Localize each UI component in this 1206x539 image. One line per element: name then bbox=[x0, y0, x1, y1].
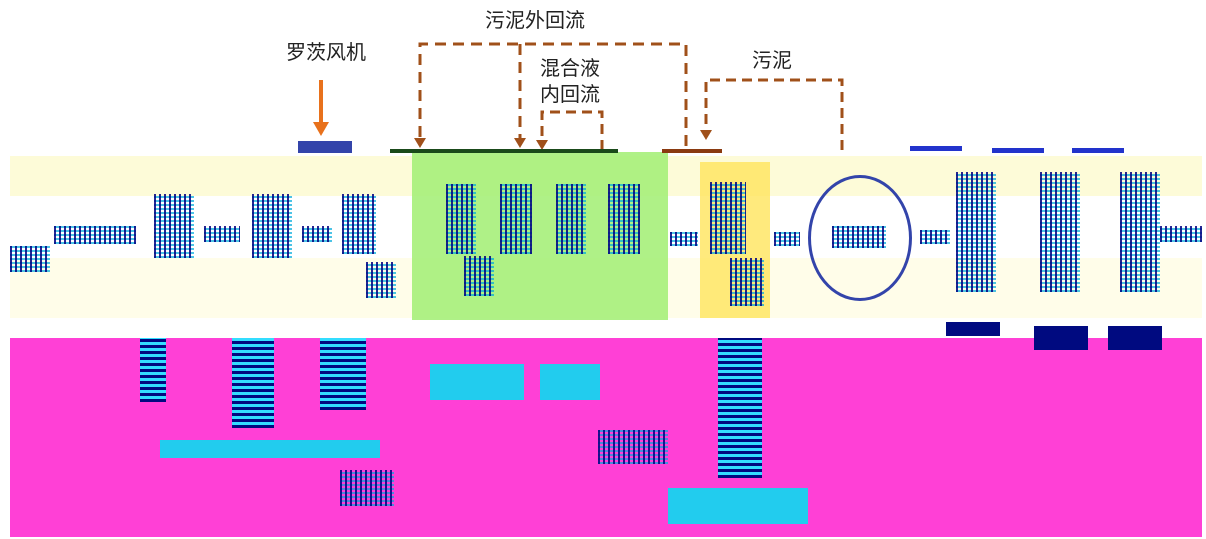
external-return-line bbox=[418, 42, 688, 146]
blower-label: 罗茨风机 bbox=[286, 40, 366, 64]
settling-lower bbox=[730, 258, 764, 306]
lower-bar-3 bbox=[540, 364, 600, 400]
clarifier-circle bbox=[808, 175, 912, 301]
lower-structure-1 bbox=[140, 338, 166, 402]
blower-lower bbox=[366, 262, 396, 298]
blower-unit-1 bbox=[154, 194, 194, 258]
sludge-line bbox=[704, 78, 844, 150]
tank-cell-5 bbox=[464, 256, 494, 296]
clarifier-core bbox=[832, 226, 886, 248]
tank-cell-1 bbox=[446, 184, 476, 254]
lower-right-3 bbox=[1108, 326, 1162, 350]
link-a bbox=[670, 232, 698, 246]
tank-cell-4 bbox=[608, 184, 640, 254]
sludge-label: 污泥 bbox=[752, 48, 792, 72]
cap-right-2 bbox=[992, 148, 1044, 153]
lower-right-1 bbox=[946, 322, 1000, 336]
pipe-link-2 bbox=[302, 226, 332, 242]
filter-unit-3 bbox=[1120, 172, 1160, 292]
internal-return-label-1: 混合液 bbox=[540, 56, 600, 80]
blower-unit-2 bbox=[252, 194, 292, 258]
lower-bar-2 bbox=[430, 364, 524, 400]
internal-return-label-2: 内回流 bbox=[540, 82, 600, 106]
inlet-pipe bbox=[54, 226, 136, 244]
external-return-label: 污泥外回流 bbox=[485, 8, 585, 32]
inlet-edge bbox=[10, 246, 50, 272]
lower-bus bbox=[160, 440, 380, 458]
lower-structure-3 bbox=[320, 338, 366, 410]
corrupted-strip bbox=[10, 318, 1202, 338]
cap-right-1 bbox=[910, 146, 962, 151]
filter-unit-2 bbox=[1040, 172, 1080, 292]
cap-right-3 bbox=[1072, 148, 1124, 153]
pipe-link-1 bbox=[204, 226, 240, 242]
tank-cell-2 bbox=[500, 184, 532, 254]
lower-structure-2 bbox=[232, 338, 274, 428]
right-link bbox=[920, 230, 950, 244]
blower-arrow-head bbox=[313, 122, 329, 136]
lower-right-2 bbox=[1034, 326, 1088, 350]
lower-block-2 bbox=[598, 430, 668, 464]
link-b bbox=[774, 232, 800, 246]
lower-bar-4 bbox=[668, 488, 808, 524]
blower-unit-3 bbox=[342, 194, 376, 254]
settling-cell bbox=[710, 182, 746, 254]
internal-return-line bbox=[540, 110, 604, 150]
outlet-pipe bbox=[1160, 226, 1202, 242]
lower-block-1 bbox=[340, 470, 394, 506]
cap-blower bbox=[298, 141, 352, 153]
filter-unit-1 bbox=[956, 172, 996, 292]
lower-structure-4 bbox=[718, 338, 762, 478]
tank-cell-3 bbox=[556, 184, 586, 254]
